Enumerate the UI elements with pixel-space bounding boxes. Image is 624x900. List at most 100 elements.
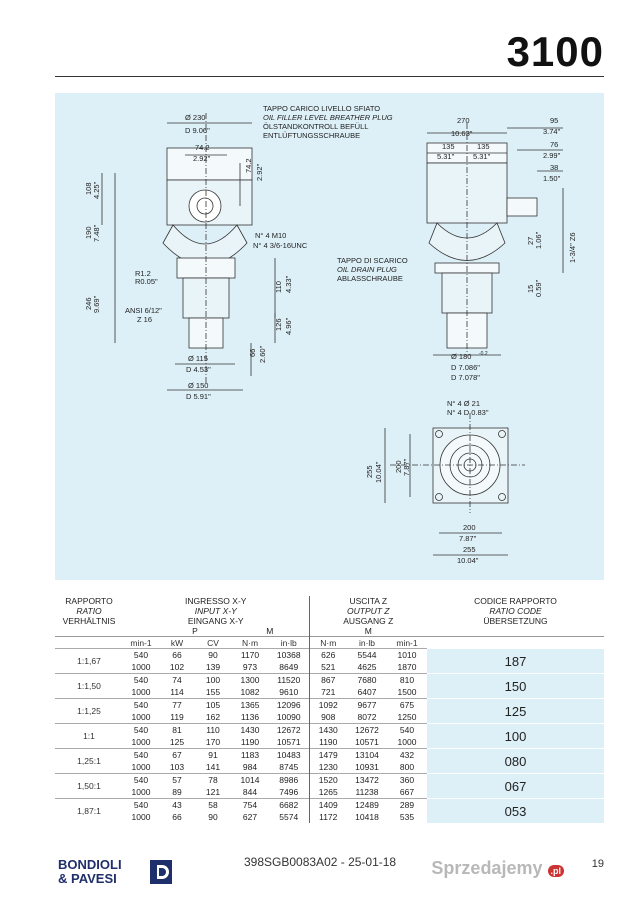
unit-cell: in·lb: [269, 636, 309, 649]
value-cell: 1230: [308, 761, 347, 774]
ratio-cell: 1:1,50: [55, 673, 123, 699]
value-cell: 1136: [240, 712, 260, 722]
ratio-cell: 1,25:1: [55, 748, 123, 774]
units-row: min-1 kW CV N·m in·lb N·m in·lb min-1: [55, 636, 604, 649]
left-view-labels: Ø 230 D 9.06" 74.2 2.92" 74.2 2.92" 108 …: [84, 113, 308, 401]
value-cell: 5574: [279, 812, 299, 822]
header-output: USCITA Z OUTPUT Z AUSGANG Z: [308, 596, 427, 626]
note-drain-3: ABLASSCHRAUBE: [337, 274, 403, 283]
ratio-cell: 1:1,25: [55, 698, 123, 724]
dim-z16: Z 16: [137, 315, 152, 324]
note-filler-3: ÖLSTANDKONTROLL BEFÜLL: [263, 122, 368, 131]
value-cell: 8986: [269, 773, 309, 786]
ratio-table: RAPPORTO RATIO VERHÄLTNIS INGRESSO X-Y I…: [55, 596, 604, 823]
value-cell: 1409: [308, 798, 347, 811]
dim-v246: 246: [84, 297, 93, 310]
dim-v200: 200: [394, 460, 403, 473]
unit-cell: CV: [195, 636, 231, 649]
dim-d115: Ø 115: [188, 354, 208, 363]
dim-v110: 110: [274, 281, 283, 293]
value-cell: 6407: [357, 687, 377, 697]
value-cell: 540: [123, 723, 159, 736]
dim-d230in: D 9.06": [185, 126, 210, 135]
document-number: 398SGB0083A02 - 25-01-18: [244, 855, 397, 869]
value-cell: 721: [308, 686, 347, 699]
value-cell: 754: [231, 798, 269, 811]
value-cell: 1082: [240, 687, 260, 697]
value-cell: 1014: [231, 773, 269, 786]
value-cell: 8745: [279, 762, 299, 772]
value-cell: 1000: [131, 787, 151, 797]
dim-d21: N° 4 Ø 21: [447, 399, 480, 408]
value-cell: 1250: [397, 712, 417, 722]
value-cell: 1000: [131, 687, 151, 697]
ratio-code-cell: 150: [427, 673, 604, 699]
dim-h200in: 7.87": [459, 534, 477, 543]
dim-w38: 38: [550, 163, 558, 172]
dim-v200in: 7.87": [402, 458, 411, 476]
dim-v110in: 4.33": [284, 275, 293, 293]
value-cell: 12489: [347, 798, 387, 811]
value-cell: 1430: [308, 723, 347, 736]
dim-v126: 126: [274, 318, 283, 331]
unit-cell: N·m: [231, 636, 269, 649]
value-cell: 10571: [355, 737, 379, 747]
dim-w76: 76: [550, 140, 558, 149]
header-m2: M: [308, 626, 427, 637]
value-cell: 10931: [355, 762, 379, 772]
value-cell: 360: [387, 773, 427, 786]
dim-v246in: 9.69": [92, 295, 101, 313]
dim-v108in: 4.25": [92, 181, 101, 199]
header-input: INGRESSO X-Y INPUT X-Y EINGANG X-Y: [185, 596, 247, 626]
right-view: [426, 123, 564, 356]
value-cell: 90: [208, 812, 218, 822]
value-cell: 627: [242, 812, 258, 822]
dim-w76in: 2.99": [543, 151, 561, 160]
value-cell: 1870: [397, 662, 417, 672]
value-cell: 57: [159, 773, 195, 786]
dim-d115in: D 4.53": [186, 365, 211, 374]
dim-r12: R1.2: [135, 269, 151, 278]
note-filler-2: OIL FILLER LEVEL BREATHER PLUG: [263, 113, 393, 122]
value-cell: 1265: [308, 786, 347, 799]
table-header: RAPPORTO RATIO VERHÄLTNIS INGRESSO X-Y I…: [55, 596, 604, 626]
value-cell: 5544: [347, 648, 387, 661]
note-m10: N° 4 M10: [255, 231, 286, 240]
dim-v74in: 2.92": [255, 163, 264, 181]
note-unc: N° 4 3/6-16UNC: [253, 241, 308, 250]
value-cell: 1190: [308, 736, 347, 749]
value-cell: 162: [205, 712, 221, 722]
ratio-code-cell: 125: [427, 698, 604, 724]
value-cell: 10571: [276, 737, 301, 747]
unit-cell: min-1: [387, 636, 427, 649]
dim-w135bin: 5.31": [473, 152, 491, 161]
dim-h200: 200: [463, 523, 476, 532]
dim-r12in: R0.05": [135, 277, 158, 286]
value-cell: 1479: [308, 748, 347, 761]
value-cell: 540: [123, 673, 159, 686]
value-cell: 973: [242, 662, 258, 672]
value-cell: 626: [308, 648, 347, 661]
value-cell: 1000: [131, 737, 151, 747]
ratio-code-cell: 187: [427, 648, 604, 674]
dim-d180: Ø 180: [451, 352, 471, 361]
dim-v255in: 10.04": [374, 461, 383, 483]
value-cell: 43: [159, 798, 195, 811]
value-cell: 74: [159, 673, 195, 686]
dim-ansi: ANSI 6/12": [125, 306, 162, 315]
value-cell: 540: [123, 698, 159, 711]
dim-w270: 270: [457, 116, 470, 125]
brand-mark-icon: [150, 860, 172, 884]
dim-w135a: 135: [442, 142, 455, 151]
dim-v255: 255: [365, 465, 374, 478]
dim-w38in: 1.50": [543, 174, 561, 183]
value-cell: 1500: [397, 687, 417, 697]
watermark-text: Sprzedajemy: [431, 858, 543, 878]
dim-d180in2: D 7.078": [451, 373, 480, 382]
value-cell: 1430: [231, 723, 269, 736]
